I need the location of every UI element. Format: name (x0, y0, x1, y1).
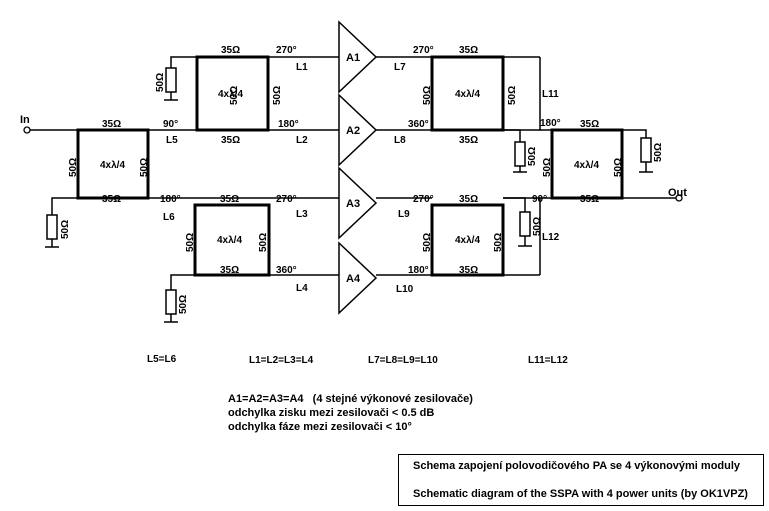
line-label: L12 (542, 232, 560, 243)
coupler-label: 4xλ/4 (574, 160, 599, 171)
line-label: L1 (296, 62, 308, 73)
impedance-label: 50Ω (613, 158, 624, 177)
phase-label: 180° (160, 194, 181, 205)
note-line: A1=A2=A3=A4 (4 stejné výkonové zesilovač… (228, 393, 473, 405)
port-in-label: In (20, 114, 30, 126)
coupler-box-input (76, 128, 150, 200)
line-label: L9 (398, 209, 410, 220)
line-label: L6 (163, 212, 175, 223)
impedance-label: 50Ω (272, 86, 283, 105)
line-label: L2 (296, 135, 308, 146)
impedance-label: 50Ω (229, 86, 240, 105)
load-resistor (640, 137, 652, 163)
line-label: L7 (394, 62, 406, 73)
impedance-label: 35Ω (459, 45, 478, 56)
phase-label: 360° (276, 265, 297, 276)
output-terminal (675, 194, 683, 202)
impedance-label: 35Ω (102, 194, 121, 205)
line-label: L11 (542, 89, 559, 100)
impedance-label: 35Ω (580, 194, 599, 205)
impedance-label: 50Ω (507, 86, 518, 105)
line-label: L8 (394, 135, 406, 146)
phase-label: 90° (163, 119, 178, 130)
line-label: L5 (166, 135, 178, 146)
coupler-label: 4xλ/4 (455, 89, 480, 100)
load-label: 50Ω (532, 217, 543, 236)
load-resistor (165, 67, 177, 93)
labels: In Out A1 A2 A3 A4 4xλ/4 4xλ/4 4xλ/4 4xλ… (20, 45, 687, 433)
equality-label: L11=L12 (528, 355, 568, 366)
impedance-label: 35Ω (220, 194, 239, 205)
coupler-label: 4xλ/4 (100, 160, 125, 171)
impedance-label: 35Ω (221, 45, 240, 56)
coupler-label: 4xλ/4 (217, 235, 242, 246)
coupler-label: 4xλ/4 (455, 235, 480, 246)
coupler-label: 4xλ/4 (218, 89, 243, 100)
caption-box: Schema zapojení polovodičového PA se 4 v… (398, 454, 764, 506)
coupler-box-output (550, 128, 624, 200)
impedance-label: 50Ω (422, 86, 433, 105)
input-terminal (23, 126, 31, 134)
equality-label: L7=L8=L9=L10 (368, 355, 438, 366)
impedance-label: 50Ω (422, 233, 433, 252)
impedance-label: 35Ω (580, 119, 599, 130)
phase-label: 90° (532, 194, 547, 205)
amp-label: A3 (346, 198, 360, 210)
impedance-label: 35Ω (459, 194, 478, 205)
amplifier-a3 (338, 166, 378, 240)
line-label: L10 (396, 284, 414, 295)
equality-label: L5=L6 (147, 354, 177, 365)
load-label: 50Ω (527, 147, 538, 166)
phase-label: 360° (408, 119, 429, 130)
note-line: odchylka zisku mezi zesilovači < 0.5 dB (228, 407, 434, 419)
impedance-label: 35Ω (220, 265, 239, 276)
impedance-label: 50Ω (542, 158, 553, 177)
impedance-label: 35Ω (459, 265, 478, 276)
impedance-label: 35Ω (102, 119, 121, 130)
amp-label: A4 (346, 273, 361, 285)
impedance-label: 50Ω (258, 233, 269, 252)
load-label: 50Ω (60, 220, 71, 239)
impedance-label: 50Ω (185, 233, 196, 252)
load-resistor (519, 211, 531, 237)
impedance-label: 35Ω (459, 135, 478, 146)
coupler-box-split-lower (193, 203, 271, 277)
caption-czech: Schema zapojení polovodičového PA se 4 v… (413, 460, 741, 472)
line-label: L3 (296, 209, 308, 220)
phase-label: 270° (413, 45, 434, 56)
phase-label: 180° (540, 118, 561, 129)
amplifier-a1 (338, 20, 378, 94)
port-out-label: Out (668, 187, 687, 199)
load-label: 50Ω (155, 73, 166, 92)
note-line: odchylka fáze mezi zesilovači < 10° (228, 421, 412, 433)
phase-label: 270° (413, 194, 434, 205)
equality-label: L1=L2=L3=L4 (249, 355, 314, 366)
load-resistor (165, 289, 177, 315)
coupler-box-combine-lower (430, 203, 505, 277)
impedance-label: 50Ω (493, 233, 504, 252)
phase-label: 270° (276, 194, 297, 205)
impedance-label: 50Ω (68, 158, 79, 177)
phase-label: 180° (408, 265, 429, 276)
caption-english: Schematic diagram of the SSPA with 4 pow… (413, 488, 748, 500)
impedance-label: 50Ω (139, 158, 150, 177)
impedance-label: 35Ω (221, 135, 240, 146)
coupler-box-split-upper (195, 55, 270, 132)
load-resistor (46, 214, 58, 240)
phase-label: 180° (278, 119, 299, 130)
load-resistor (514, 141, 526, 167)
amplifier-a4 (338, 241, 378, 315)
phase-label: 270° (276, 45, 297, 56)
amplifier-a2 (338, 93, 378, 167)
load-label: 50Ω (178, 295, 189, 314)
coupler-box-combine-upper (430, 55, 505, 132)
load-label: 50Ω (653, 143, 664, 162)
line-label: L4 (296, 283, 308, 294)
amp-label: A1 (346, 52, 360, 64)
amp-label: A2 (346, 125, 360, 137)
